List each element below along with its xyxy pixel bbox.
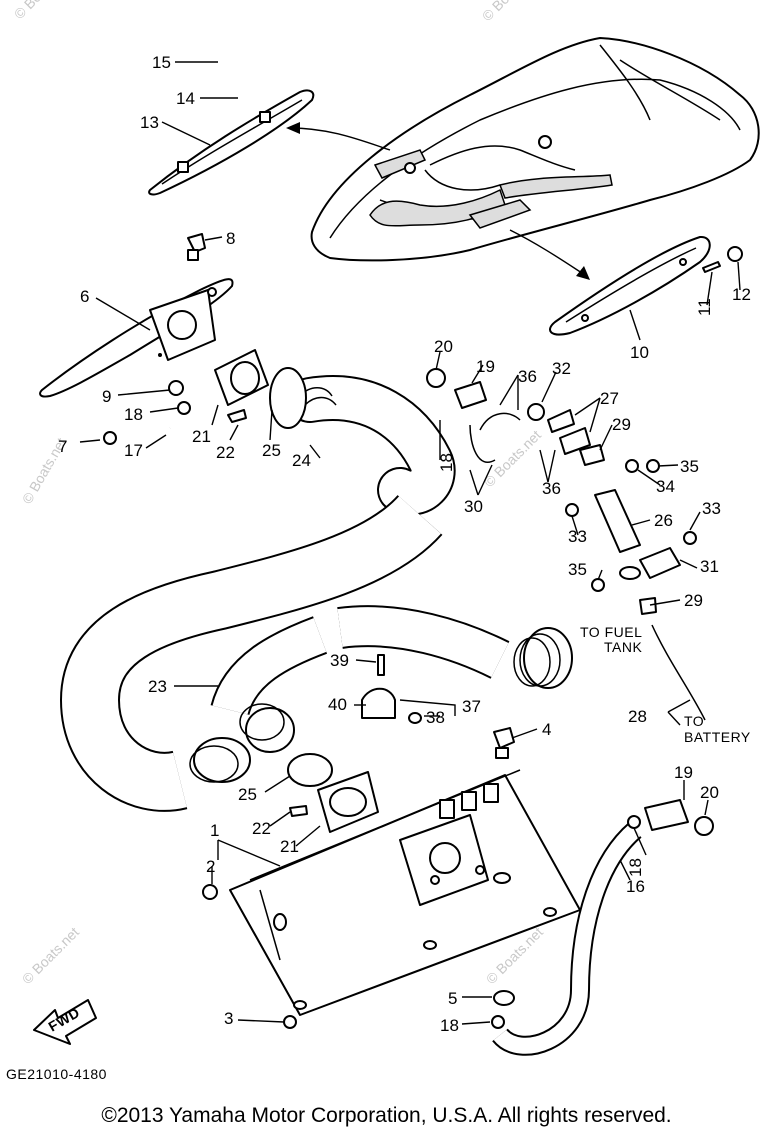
label-24: 24	[292, 451, 311, 470]
label-29: 29	[684, 591, 703, 610]
label-3: 3	[224, 1009, 233, 1028]
part-8-fitting	[187, 233, 206, 253]
label-35: 35	[680, 457, 699, 476]
label-7: 7	[58, 437, 67, 456]
part-25-clamp	[287, 753, 333, 787]
label-30: 30	[464, 497, 483, 516]
part-3-grommet	[283, 1015, 297, 1029]
part-18-clamp	[627, 815, 641, 829]
label-36: 36	[518, 367, 537, 386]
part-38-washer	[408, 712, 422, 724]
label-20: 20	[700, 783, 719, 802]
label-21: 21	[280, 837, 299, 856]
parts-diagram: © Boats.net © Boats.net © Boats.net © Bo…	[11, 0, 760, 1056]
part-1-housing	[229, 769, 581, 1016]
leader-lines	[79, 61, 741, 1025]
label-18: 18	[626, 858, 645, 877]
part-10-cover	[549, 235, 711, 336]
label-12: 12	[732, 285, 751, 304]
part-21-flange	[317, 771, 379, 833]
label-18: 18	[437, 453, 456, 472]
fwd-arrow: FWD	[33, 999, 97, 1045]
label-23: 23	[148, 677, 167, 696]
label-35: 35	[568, 560, 587, 579]
bellows-couplers	[189, 627, 573, 783]
part-22-bolt	[227, 409, 247, 423]
part-11-screw	[702, 261, 721, 273]
to-fuel-tank-line1: TO FUEL	[580, 624, 642, 640]
label-22: 22	[252, 819, 271, 838]
part-2-grommet	[202, 884, 218, 900]
watermark: © Boats.net	[11, 0, 74, 22]
label-40: 40	[328, 695, 347, 714]
diagram-code: GE21010-4180	[6, 1066, 107, 1082]
label-34: 34	[656, 477, 675, 496]
label-9: 9	[102, 387, 111, 406]
label-28: 28	[628, 707, 647, 726]
part-18-clamp	[491, 1015, 505, 1029]
part-18-clamp	[177, 401, 191, 415]
to-battery-line1: TO	[684, 713, 704, 729]
label-22: 22	[216, 443, 235, 462]
label-21: 21	[192, 427, 211, 446]
part-20-cap	[694, 816, 714, 836]
label-25: 25	[238, 785, 257, 804]
label-17: 17	[124, 441, 143, 460]
part-39-bolt	[377, 654, 385, 676]
part-5-grommet	[493, 990, 515, 1006]
label-16: 16	[626, 877, 645, 896]
fuel-valve-assembly	[426, 368, 706, 721]
label-33: 33	[568, 527, 587, 546]
label-38: 38	[426, 708, 445, 727]
label-15: 15	[152, 53, 171, 72]
label-33: 33	[702, 499, 721, 518]
label-8: 8	[226, 229, 235, 248]
part-24-hose	[287, 375, 456, 516]
part-23-hose	[59, 494, 510, 812]
part-25-clamp	[269, 367, 307, 429]
part-6-cover	[39, 278, 234, 398]
label-20: 20	[434, 337, 453, 356]
part-labels: 15 14 13 8 6 12 11 10 20 19 36 32 27 29 …	[58, 53, 751, 1035]
copyright: ©2013 Yamaha Motor Corporation, U.S.A. A…	[101, 1104, 672, 1127]
hull-outline	[310, 37, 760, 262]
label-5: 5	[448, 989, 457, 1008]
watermark: © Boats.net	[481, 427, 544, 490]
part-19-fitting	[644, 799, 689, 831]
part-7-fitting	[103, 431, 117, 445]
label-29: 29	[612, 415, 631, 434]
label-39: 39	[330, 651, 349, 670]
watermark: © Boats.net	[479, 0, 542, 24]
label-18: 18	[124, 405, 143, 424]
watermark: © Boats.net	[19, 924, 82, 987]
part-13-cover	[148, 89, 315, 196]
label-13: 13	[140, 113, 159, 132]
label-25: 25	[262, 441, 281, 460]
label-11: 11	[695, 298, 714, 316]
part-40-bracket	[361, 687, 396, 719]
label-26: 26	[654, 511, 673, 530]
label-14: 14	[176, 89, 195, 108]
label-1: 1	[210, 821, 219, 840]
label-19: 19	[476, 357, 495, 376]
to-battery-line2: BATTERY	[684, 729, 751, 745]
label-37: 37	[462, 697, 481, 716]
label-32: 32	[552, 359, 571, 378]
part-4-fitting	[493, 727, 515, 749]
label-10: 10	[630, 343, 649, 362]
label-19: 19	[674, 763, 693, 782]
part-21-flange	[214, 349, 269, 406]
label-2: 2	[206, 857, 215, 876]
label-36: 36	[542, 479, 561, 498]
label-31: 31	[700, 557, 719, 576]
part-9-grommet	[168, 380, 184, 396]
label-18: 18	[440, 1016, 459, 1035]
to-fuel-tank-line2: TANK	[604, 639, 642, 655]
label-4: 4	[542, 720, 551, 739]
label-6: 6	[80, 287, 89, 306]
label-27: 27	[600, 389, 619, 408]
part-22-bolt	[289, 805, 308, 817]
part-12-cap	[727, 246, 743, 262]
